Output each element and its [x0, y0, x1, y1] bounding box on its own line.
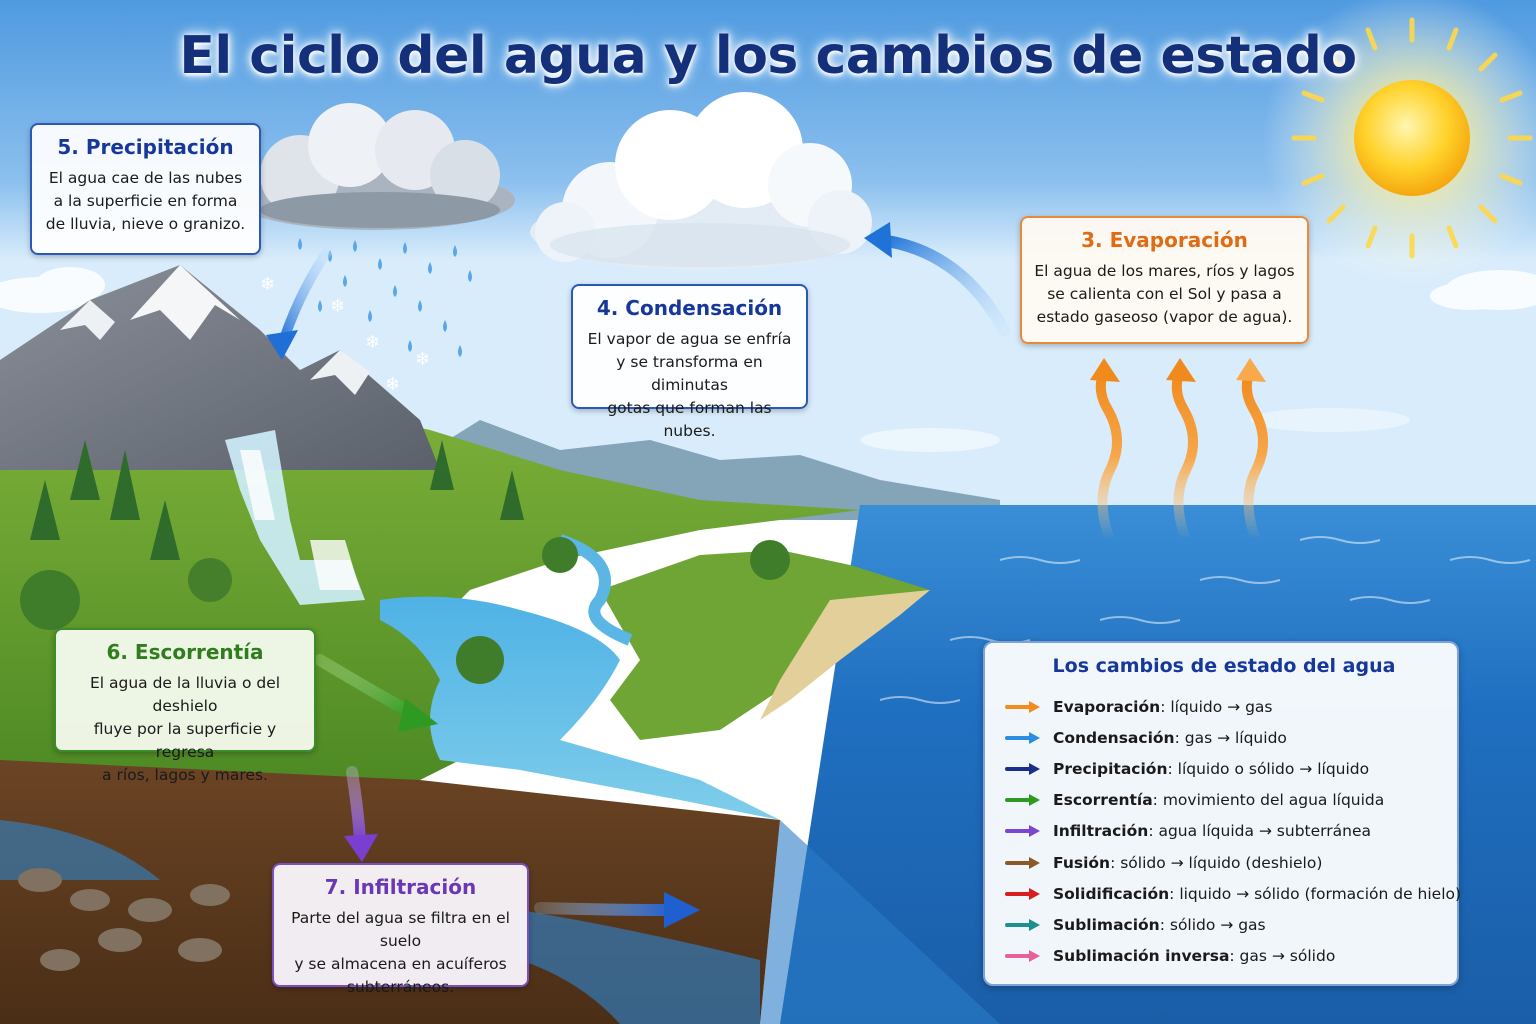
- legend-item-name: Precipitación: [1053, 759, 1168, 778]
- runoff-card: 6. Escorrentía El agua de la lluvia o de…: [54, 628, 316, 784]
- card-text: El vapor de agua se enfría y se transfor…: [587, 330, 792, 440]
- infiltration-card: 7. Infiltración Parte del agua se filtra…: [272, 863, 529, 996]
- sun-icon: [1291, 17, 1533, 259]
- trees: [20, 440, 790, 684]
- svg-text:❄: ❄: [365, 332, 380, 353]
- legend-item-name: Fusión: [1053, 853, 1111, 872]
- legend-item-description: : gas → líquido: [1174, 728, 1287, 747]
- legend-item-description: : movimiento del agua líquida: [1152, 791, 1385, 810]
- legend-item-name: Escorrentía: [1053, 791, 1153, 810]
- card-title: 4. Condensación: [596, 296, 783, 320]
- svg-text:❄: ❄: [385, 374, 400, 395]
- card-title: 5. Precipitación: [57, 135, 234, 159]
- legend-arrow-icon: [1005, 856, 1040, 869]
- condensation-arrow: [874, 234, 1010, 336]
- evaporation-arrows: [1090, 358, 1269, 545]
- legend-arrow-icon: [1005, 762, 1040, 775]
- legend-item: Sublimación: sólido → gas: [1005, 909, 1443, 940]
- legend-item-name: Sublimación inversa: [1053, 947, 1230, 966]
- legend-item-name: Infiltración: [1053, 822, 1149, 841]
- legend-item-description: : sólido → líquido (deshielo): [1110, 853, 1323, 872]
- legend-item-description: : líquido → gas: [1160, 697, 1273, 716]
- condensation-card: 4. Condensación El vapor de agua se enfr…: [571, 284, 808, 440]
- rain-cloud: [235, 103, 515, 230]
- legend-item-name: Sublimación: [1053, 915, 1160, 934]
- legend-item-description: : agua líquida → subterránea: [1148, 822, 1371, 841]
- card-text: El agua de los mares, ríos y lagos se ca…: [1034, 262, 1295, 326]
- legend-item-name: Condensación: [1053, 728, 1175, 747]
- legend-item: Escorrentía: movimiento del agua líquida: [1005, 785, 1443, 816]
- background-clouds: [0, 267, 1536, 452]
- infiltration-arrow: [346, 766, 366, 846]
- legend-arrow-icon: [1005, 887, 1040, 900]
- legend-item-description: : sólido → gas: [1159, 915, 1266, 934]
- legend-item: Evaporación: líquido → gas: [1005, 691, 1443, 722]
- legend-item: Infiltración: agua líquida → subterránea: [1005, 816, 1443, 847]
- legend-item: Condensación: gas → líquido: [1005, 722, 1443, 753]
- legend-item: Precipitación: líquido o sólido → líquid…: [1005, 753, 1443, 784]
- legend-arrow-icon: [1005, 794, 1040, 807]
- legend-item-description: : liquido → sólido (formación de hielo): [1169, 884, 1462, 903]
- rain-drops: [298, 238, 472, 357]
- state-changes-legend: Los cambios de estado del agua Evaporaci…: [983, 641, 1461, 986]
- evaporation-card: 3. Evaporación El agua de los mares, río…: [1020, 216, 1309, 344]
- legend-item-name: Solidificación: [1053, 884, 1170, 903]
- svg-text:❄: ❄: [415, 349, 430, 370]
- precipitation-card: 5. Precipitación El agua cae de las nube…: [30, 123, 261, 255]
- legend-arrow-icon: [1005, 918, 1040, 931]
- page-title: El ciclo del agua y los cambios de estad…: [179, 26, 1357, 86]
- card-title: 7. Infiltración: [324, 875, 477, 899]
- card-title: 3. Evaporación: [1081, 228, 1248, 252]
- legend-arrow-icon: [1005, 950, 1040, 963]
- legend-item: Solidificación: liquido → sólido (formac…: [1005, 878, 1461, 909]
- legend-item: Fusión: sólido → líquido (deshielo): [1005, 847, 1443, 878]
- legend-item-description: : líquido o sólido → líquido: [1167, 759, 1370, 778]
- legend-arrow-icon: [1005, 731, 1040, 744]
- legend-item-description: : gas → sólido: [1229, 947, 1336, 966]
- legend-title: Los cambios de estado del agua: [1052, 655, 1396, 677]
- card-text: El agua de la lluvia o del deshielo fluy…: [89, 674, 281, 784]
- groundwater-arrow: [534, 902, 678, 916]
- snowflakes: ❄❄ ❄❄❄: [260, 274, 430, 395]
- legend-item: Sublimación inversa: gas → sólido: [1005, 941, 1443, 972]
- card-text: El agua cae de las nubes a la superficie…: [45, 169, 246, 233]
- snowy-mountains: [0, 265, 440, 470]
- card-text: Parte del agua se filtra en el suelo y s…: [291, 909, 510, 996]
- legend-arrow-icon: [1005, 825, 1040, 838]
- legend-item-name: Evaporación: [1053, 697, 1161, 716]
- card-title: 6. Escorrentía: [106, 640, 264, 664]
- aquifer: [520, 910, 760, 1024]
- legend-arrow-icon: [1005, 700, 1040, 713]
- svg-text:❄: ❄: [330, 296, 345, 317]
- svg-text:❄: ❄: [260, 274, 275, 295]
- condensation-cloud: [530, 92, 872, 270]
- waterfall: [225, 430, 365, 605]
- rocks: [18, 868, 230, 971]
